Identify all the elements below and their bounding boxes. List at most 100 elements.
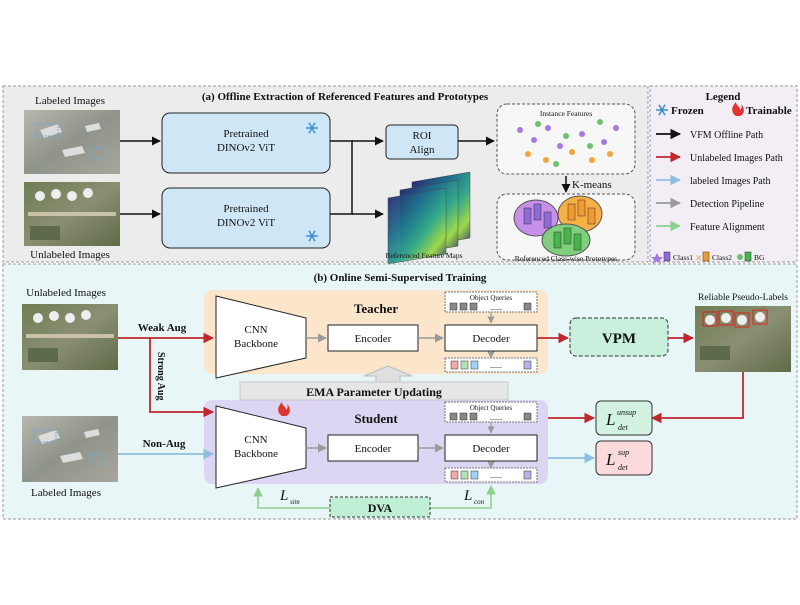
teacher-object-queries: Object Queries ...... [444, 291, 538, 313]
student-encoder-label: Encoder [355, 443, 392, 455]
legend-item-label-1: Unlabeled Images Path [690, 153, 783, 164]
kmeans-label: K-means [572, 179, 612, 191]
vpm-box: VPM [569, 317, 669, 357]
legend-bg: BG [754, 253, 765, 262]
strong-aug-arrow [149, 338, 215, 418]
legend-frozen: Frozen [671, 105, 704, 117]
panel-a-unlabeled-images-label: Unlabeled Images [30, 249, 110, 261]
student-label: Student [354, 411, 398, 426]
weak-aug-label: Weak Aug [138, 322, 187, 334]
vit-bottom-line2: DINOv2 ViT [217, 217, 275, 229]
legend-class-markers: Class1 ✕ Class2 BG [651, 251, 765, 264]
teacher-cnn-line1: CNN [244, 324, 267, 336]
instance-features-label: Instance Features [540, 109, 592, 118]
vpm-label: VPM [602, 331, 636, 347]
teacher-predictions-dots: ...... [490, 361, 502, 370]
vit-bottom-box: Pretrained DINOv2 ViT [161, 187, 331, 249]
teacher-encoder-label: Encoder [355, 333, 392, 345]
student-predictions-dots: ...... [490, 471, 502, 480]
roi-line2: Align [409, 144, 435, 156]
pseudo-labels-label: Reliable Pseudo-Labels [698, 293, 788, 303]
student-decoder-label: Decoder [472, 443, 510, 455]
l-sim-label: L sim [279, 488, 300, 506]
legend-item-label-3: Detection Pipeline [690, 199, 765, 210]
roi-align-box: ROI Align [385, 124, 459, 160]
vit-bottom-line1: Pretrained [223, 203, 269, 215]
l-con-main: L [463, 488, 472, 504]
teacher-label: Teacher [354, 301, 399, 316]
student-object-queries-label: Object Queries [470, 404, 512, 412]
flame-icon [732, 102, 744, 116]
vit-top-line2: DINOv2 ViT [217, 142, 275, 154]
legend-item-label-4: Feature Alignment [690, 222, 765, 233]
student-cnn-line2: Backbone [234, 448, 278, 460]
student-queries-dots: ...... [490, 413, 502, 422]
roi-line1: ROI [413, 130, 432, 142]
l-unsup-sup: unsup [617, 408, 636, 417]
labeled-image-thumbnail [24, 110, 120, 174]
legend-background [649, 85, 798, 263]
pseudo-labels-image [695, 306, 791, 372]
l-unsup-main: L [605, 410, 615, 429]
l-sim-sub: sim [290, 498, 300, 506]
feature-maps-label: Referenced Feature Maps [385, 251, 462, 260]
teacher-decoder: Decoder [444, 324, 538, 352]
vit-merge-line [330, 140, 353, 215]
vit-top-box: Pretrained DINOv2 ViT [161, 112, 331, 174]
snowflake-icon [656, 104, 668, 116]
student-cnn-line1: CNN [244, 434, 267, 446]
ema-label: EMA Parameter Updating [306, 385, 442, 399]
dva-to-decoder-arrow [430, 485, 496, 509]
snowflake-icon [306, 122, 318, 134]
panel-a-labeled-images-label: Labeled Images [35, 95, 105, 107]
strong-aug-label: Strong Aug [155, 352, 166, 400]
panel-b-unlabeled-images-label: Unlabeled Images [26, 287, 106, 299]
l-con-sub: con [474, 498, 485, 506]
pseudo-labels-to-unsup-loss [650, 372, 744, 424]
vit-top-line1: Pretrained [223, 128, 269, 140]
student-decoder: Decoder [444, 434, 538, 462]
teacher-predictions: ...... [444, 357, 538, 373]
sup-det-loss: L sup det [595, 440, 653, 476]
teacher-decoder-label: Decoder [472, 333, 510, 345]
labeled-image-thumbnail [22, 416, 118, 482]
teacher-encoder: Encoder [327, 324, 419, 352]
panel-a-title: (a) Offline Extraction of Referenced Fea… [202, 91, 489, 103]
dva-to-backbone-arrow [253, 487, 330, 509]
student-cnn-backbone: CNN Backbone [215, 405, 307, 489]
flame-icon [278, 402, 290, 416]
teacher-object-queries-label: Object Queries [470, 294, 512, 302]
panel-b-labeled-images-label: Labeled Images [31, 487, 101, 499]
unsup-det-loss: L unsup det [595, 400, 653, 436]
legend-class2: Class2 [712, 253, 732, 262]
dva-box: DVA [329, 496, 431, 518]
non-aug-label: Non-Aug [143, 438, 186, 450]
student-predictions: ...... [444, 467, 538, 483]
legend-title: Legend [706, 91, 741, 103]
student-object-queries: Object Queries ...... [444, 401, 538, 423]
legend-item-label-2: labeled Images Path [690, 176, 771, 187]
legend-class1: Class1 [673, 253, 693, 262]
student-encoder: Encoder [327, 434, 419, 462]
legend-item-label-0: VFM Offline Path [690, 130, 763, 141]
unlabeled-image-thumbnail [22, 304, 118, 370]
l-sup-main: L [605, 450, 615, 469]
legend-class2-cross: ✕ [695, 253, 703, 263]
l-con-label: L con [463, 488, 485, 506]
teacher-cnn-backbone: CNN Backbone [215, 295, 307, 379]
l-sup-sup: sup [618, 448, 629, 457]
l-unsup-sub: det [618, 423, 629, 432]
legend-trainable: Trainable [746, 105, 792, 117]
referenced-feature-maps [387, 171, 471, 265]
teacher-cnn-line2: Backbone [234, 338, 278, 350]
unlabeled-image-thumbnail [24, 182, 120, 246]
panel-b-title: (b) Online Semi-Supervised Training [314, 272, 487, 284]
instance-features-cluster: Instance Features [496, 103, 636, 175]
l-sup-sub: det [618, 463, 629, 472]
dva-label: DVA [368, 501, 393, 515]
prototypes-label: Referenced Class-wise Prototypes [515, 254, 618, 263]
snowflake-icon [306, 230, 318, 242]
ema-parameter-updating: EMA Parameter Updating [239, 365, 509, 401]
